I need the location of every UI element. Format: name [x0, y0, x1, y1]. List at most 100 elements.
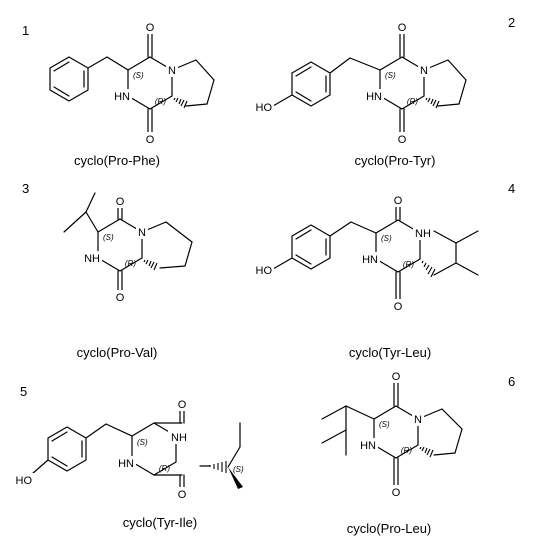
hashed-bond: [419, 446, 434, 458]
oxygen-label: O: [392, 487, 401, 499]
compound-6: O O N HN (S) (R) 6 cyclo(Pro-Leu): [321, 369, 515, 536]
stereo-label-s: (S): [385, 71, 396, 80]
bond: [31, 459, 49, 475]
compound-number: 4: [508, 181, 515, 196]
bond: [321, 405, 347, 420]
stereo-label-s: (S): [137, 438, 148, 447]
bond: [105, 423, 133, 437]
hashed-bond: [143, 259, 158, 271]
stereo-label-r: (R): [403, 260, 414, 269]
aromatic-bond: [295, 91, 312, 102]
bond: [185, 103, 208, 107]
compound-5: O O NH HN HO (S) (R) (S) 5 cyclo(Tyr-Ile…: [14, 384, 244, 530]
oxygen-label: O: [178, 399, 187, 411]
phenol-ring: [291, 224, 331, 270]
bond: [321, 429, 347, 444]
oxygen-label: O: [398, 134, 407, 146]
bond: [329, 57, 351, 74]
bond: [437, 103, 460, 107]
bond: [441, 408, 463, 430]
nh-label: HN: [366, 91, 382, 103]
stereo-label-s: (S): [381, 234, 392, 243]
wedge-bond: [228, 467, 243, 489]
nh-label: HN: [362, 254, 378, 266]
bond: [329, 221, 352, 237]
aromatic-bond: [295, 66, 312, 77]
bond: [119, 257, 143, 272]
bond: [159, 265, 186, 269]
bond: [433, 262, 457, 276]
oxygen-label: O: [394, 301, 403, 313]
compound-number: 1: [22, 23, 29, 38]
stereo-label-s: (S): [233, 465, 244, 474]
bond: [131, 422, 155, 437]
bond: [85, 423, 107, 439]
aromatic-bond: [295, 254, 312, 265]
bond: [106, 56, 129, 71]
compound-number: 5: [20, 384, 27, 399]
bond: [127, 56, 151, 71]
nitrogen-label: N: [420, 65, 428, 77]
bond: [379, 56, 403, 71]
stereo-label-r: (R): [159, 464, 170, 473]
bond: [455, 230, 479, 244]
oxygen-label: O: [178, 489, 187, 501]
bond: [458, 79, 467, 105]
compound-name: cyclo(Pro-Val): [77, 345, 158, 360]
nitrogen-label: N: [168, 65, 176, 77]
nh-label: NH: [84, 253, 100, 265]
aromatic-bond: [51, 456, 68, 467]
phenol-ring: [291, 61, 331, 107]
bond: [165, 221, 193, 243]
compound-name: cyclo(Tyr-Ile): [123, 515, 197, 530]
bond: [395, 444, 419, 459]
oxygen-label: O: [116, 292, 125, 304]
compound-name: cyclo(Pro-Tyr): [355, 153, 436, 168]
compound-1: O O N HN (S) (R) 1 cyclo(Pro-Phe): [22, 20, 215, 168]
stereo-label-r: (R): [155, 97, 166, 106]
phenol-ring: [47, 426, 87, 472]
bond: [87, 56, 108, 69]
hydroxyl-label: HO: [256, 265, 273, 277]
bond: [97, 218, 121, 233]
stereo-label-s: (S): [133, 71, 144, 80]
bond: [401, 95, 425, 110]
oxygen-label: O: [398, 22, 407, 34]
hydroxyl-label: HO: [16, 475, 33, 487]
bond: [433, 230, 457, 244]
nitrogen-label: N: [414, 414, 422, 426]
stereo-label-s: (S): [103, 233, 114, 242]
bond: [206, 79, 215, 105]
aromatic-bond: [53, 61, 70, 72]
hydroxyl-label: HO: [256, 102, 273, 114]
nh-label: HN: [118, 458, 134, 470]
bond: [63, 211, 87, 233]
compound-4: O O NH HN HO (S) (R) 4 cyclo(Tyr-Leu): [254, 181, 515, 360]
bond: [455, 262, 479, 276]
benzene-ring: [49, 56, 89, 102]
oxygen-label: O: [116, 196, 125, 208]
compound-2: O O N HN HO (S) (R) 2 cyclo(Pro-Tyr): [254, 15, 515, 168]
stereo-label-r: (R): [407, 97, 418, 106]
bond: [433, 452, 456, 456]
nh-label: HN: [114, 91, 130, 103]
aromatic-bond: [51, 431, 68, 442]
bond: [195, 59, 215, 81]
bond: [227, 446, 241, 468]
bond: [454, 428, 463, 454]
bond: [149, 95, 173, 110]
bond: [272, 257, 293, 270]
stereo-label-s: (S): [379, 420, 390, 429]
hashed-bond: [425, 97, 440, 109]
bond: [184, 241, 193, 267]
bond: [345, 405, 375, 420]
hashed-bond: [421, 260, 436, 278]
bond: [375, 219, 399, 234]
bond: [153, 461, 177, 476]
bond: [85, 192, 96, 213]
nh-label: HN: [360, 440, 376, 452]
bond: [349, 57, 381, 71]
stereo-label-r: (R): [401, 446, 412, 455]
bond: [447, 59, 467, 81]
